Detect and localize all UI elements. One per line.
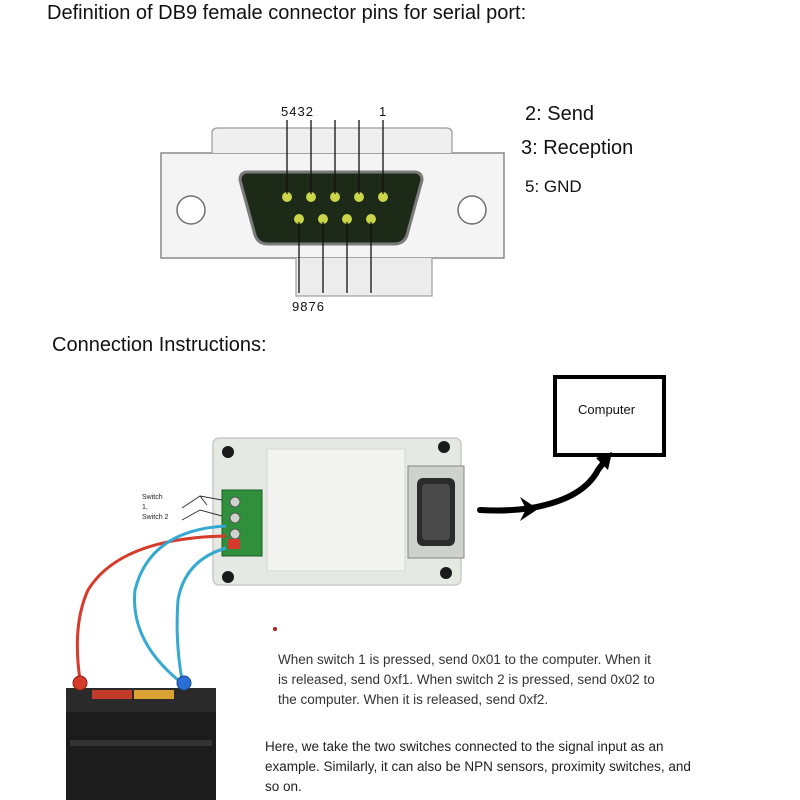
battery-positive-terminal [72,675,88,691]
serial-cable-arrow [477,455,610,514]
terminal-red-marker [228,539,240,549]
module-screws [222,441,452,583]
bottom-pin-row [294,214,376,224]
computer-label: Computer [578,402,636,417]
switch-label-line2: 1, [142,504,148,511]
pin-definition-send: 2: Send [525,103,594,125]
blue-wire-1 [133,524,227,682]
pin-2 [354,192,364,202]
note-line: example. Similarly, it can also be NPN s… [265,759,691,774]
terminal-screws [229,496,241,540]
note-line: is released, send 0xf1. When switch 2 is… [278,672,655,687]
blue-wire-2 [175,546,227,681]
bottom-pins-label: 9876 [292,299,325,314]
mount-hole-left [176,195,206,225]
note-line: Here, we take the two switches connected… [265,739,664,754]
page-title: Definition of DB9 female connector pins … [47,2,527,24]
switch-label-line1: Switch [142,494,163,501]
connector-hood-bottom [295,258,433,297]
top-pin-row [282,192,388,202]
battery-negative-terminal [176,675,192,691]
module-label-area [266,448,406,572]
pin-1 [378,192,388,202]
note-paragraph-1: When switch 1 is pressed, send 0x01 to t… [278,650,655,710]
note-line: so on. [265,779,302,794]
mount-hole-right [457,195,487,225]
note-paragraph-2: Here, we take the two switches connected… [265,737,691,797]
pin-7 [342,214,352,224]
connector-hood-top [211,127,453,153]
pin-6 [366,214,376,224]
battery [66,675,216,800]
pin-9 [294,214,304,224]
pin-definition-gnd: 5: GND [525,177,582,196]
top-pins-label: 5432 [281,104,314,119]
switch-label-line3: Switch 2 [142,514,169,521]
pin-4 [306,192,316,202]
switch-wires [181,495,223,521]
switch-label: Switch 1, Switch 2 [142,493,168,523]
connector-insert [238,170,424,246]
red-wire [75,534,227,681]
bottom-pin-leaders [298,222,372,293]
note-line: When switch 1 is pressed, send 0x01 to t… [278,652,651,667]
note-line: the computer. When it is released, send … [278,692,549,707]
computer-box [553,375,666,457]
top-pin-leaders [286,120,384,194]
pin-5 [282,192,292,202]
pin-definition-reception: 3: Reception [521,137,634,159]
pin1-label: 1 [379,104,387,119]
pin-3 [330,192,340,202]
section-title: Connection Instructions: [52,334,267,356]
pin-8 [318,214,328,224]
